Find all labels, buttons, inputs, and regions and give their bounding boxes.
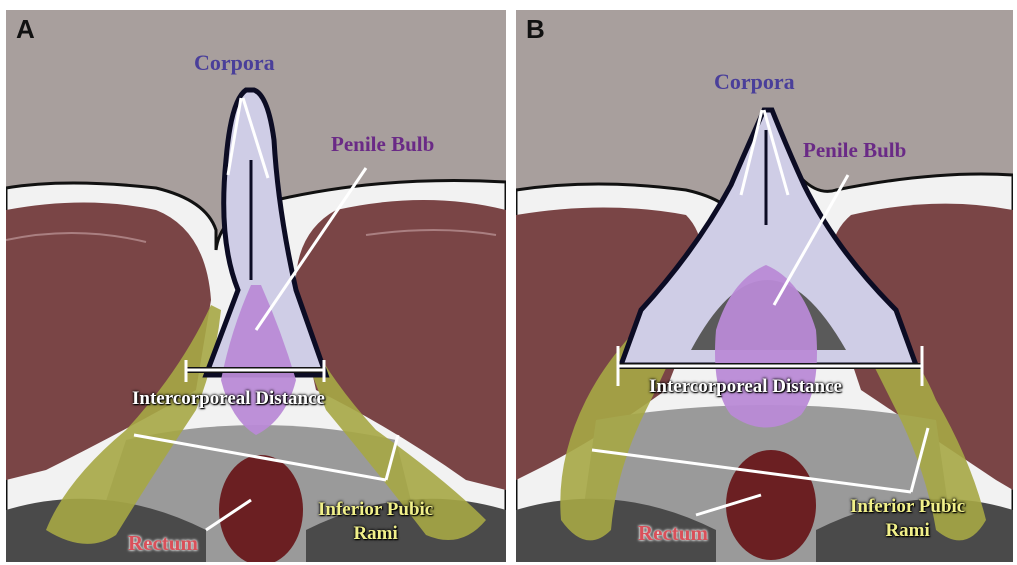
mri-panel-b: B Corpora Penile Bulb Intercorporeal Dis… <box>516 10 1013 562</box>
inferior-pubic-rami-label-a: Inferior Pubic Rami <box>318 498 433 546</box>
rectum-label-b: Rectum <box>638 521 708 546</box>
mri-panel-a: A Corpora Penile Bulb Intercorporeal Dis… <box>6 10 506 562</box>
intercorporeal-distance-label-a: Intercorporeal Distance <box>132 388 325 410</box>
inferior-pubic-rami-label-b: Inferior Pubic Rami <box>850 495 965 543</box>
panel-letter-b: B <box>526 14 545 45</box>
rami-label-line1-b: Inferior Pubic <box>850 495 965 519</box>
rami-label-line1-a: Inferior Pubic <box>318 498 433 522</box>
rami-label-line2-b: Rami <box>850 519 965 543</box>
rectum-label-a: Rectum <box>128 531 198 556</box>
panel-letter-a: A <box>16 14 35 45</box>
corpora-label-b: Corpora <box>714 69 795 95</box>
penile-bulb-label-b: Penile Bulb <box>803 138 906 163</box>
mri-image-a <box>6 10 506 562</box>
rami-label-line2-a: Rami <box>318 522 433 546</box>
intercorporeal-distance-label-b: Intercorporeal Distance <box>649 376 842 398</box>
corpora-label-a: Corpora <box>194 50 275 76</box>
penile-bulb-label-a: Penile Bulb <box>331 132 434 157</box>
